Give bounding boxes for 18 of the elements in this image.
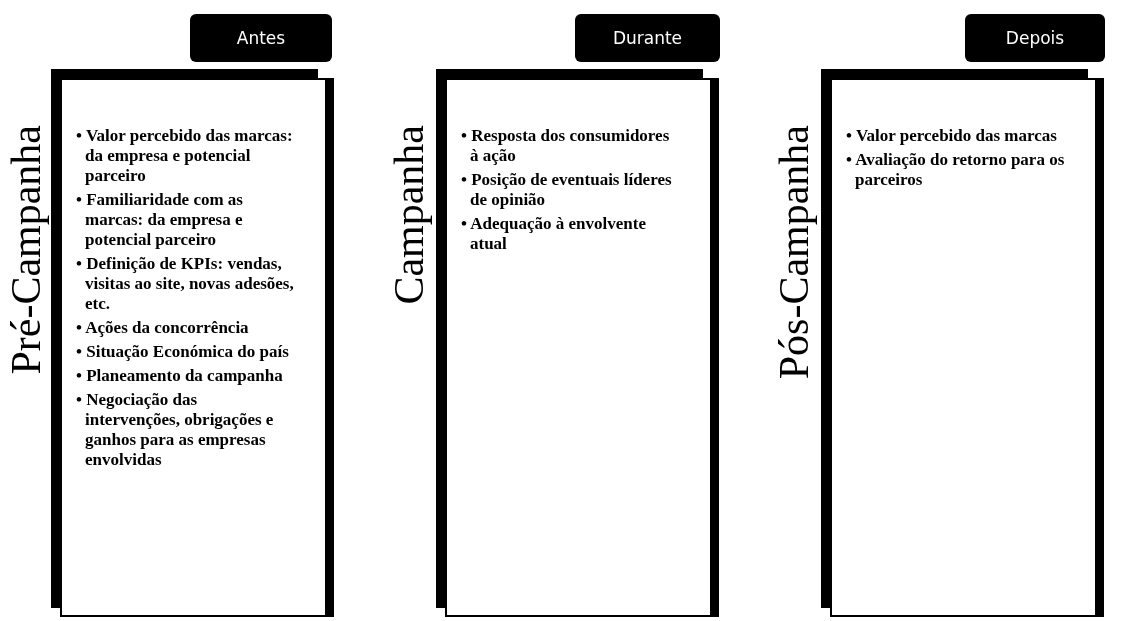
bullet-item: • Ações da concorrência [76, 318, 250, 338]
bullet-item: • Posição de eventuais líderes de opinião [461, 170, 673, 210]
bullet-item: • Situação Económica do país [76, 342, 290, 362]
bullet-item: • Valor percebido das marcas: da empresa e potencial parceiro [76, 126, 294, 186]
bullet-item: • Avaliação do retorno para os parceiros [846, 150, 1065, 190]
bullet-item: • Familiaridade com as marcas: da empresa e potencial parceiro [76, 190, 244, 250]
bullet-item: • Adequação à envolvente atual [461, 214, 647, 254]
tab-label: Antes [190, 14, 332, 62]
bullet-item: • Planeamento da campanha [76, 366, 284, 386]
bullet-item: • Negociação das intervenções, obrigações e ganhos para as empresas envolvidas [76, 390, 275, 470]
bullet-item: • Valor percebido das marcas [846, 126, 1058, 146]
tab-label: Depois [965, 14, 1105, 62]
tab-label: Durante [575, 14, 720, 62]
bullet-item: • Definição de KPIs: vendas, visitas ao site, novas adesões, etc. [76, 254, 295, 314]
vertical-heading: Campanha [388, 125, 430, 305]
vertical-heading: Pré-Campanha [5, 125, 47, 375]
bullet-item: • Resposta dos consumidores à ação [461, 126, 671, 166]
vertical-heading: Pós-Campanha [773, 125, 815, 380]
